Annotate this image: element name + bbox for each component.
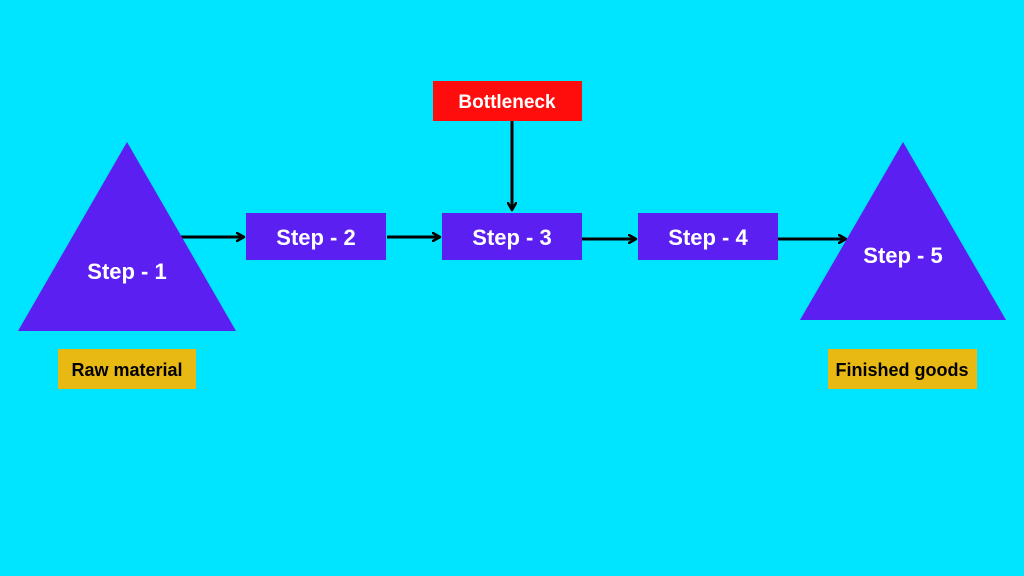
raw-material-box xyxy=(58,349,196,389)
finished-goods-label: Finished goods xyxy=(836,360,969,380)
step-5-triangle xyxy=(800,142,1006,320)
step-3-node: Step - 3 xyxy=(442,213,582,260)
step-3-label: Step - 3 xyxy=(472,225,551,250)
step-2-label: Step - 2 xyxy=(276,225,355,250)
step-3-box xyxy=(442,213,582,260)
step-2-box xyxy=(246,213,386,260)
step-4-node: Step - 4 xyxy=(638,213,778,260)
step-1-label: Step - 1 xyxy=(87,259,166,284)
finished-goods-box xyxy=(828,349,977,389)
bottleneck-label: Bottleneck xyxy=(458,92,556,113)
step-5-label: Step - 5 xyxy=(863,243,942,268)
raw-material-tag: Raw material xyxy=(58,349,196,389)
bottleneck-box xyxy=(433,81,582,121)
bottleneck-node: Bottleneck xyxy=(433,81,582,121)
step-1-node: Step - 1 xyxy=(18,142,236,331)
step-4-box xyxy=(638,213,778,260)
finished-goods-tag: Finished goods xyxy=(828,349,977,389)
raw-material-label: Raw material xyxy=(71,360,182,380)
step-2-node: Step - 2 xyxy=(246,213,386,260)
step-4-label: Step - 4 xyxy=(668,225,748,250)
step-1-triangle xyxy=(18,142,236,331)
step-5-node: Step - 5 xyxy=(800,142,1006,320)
